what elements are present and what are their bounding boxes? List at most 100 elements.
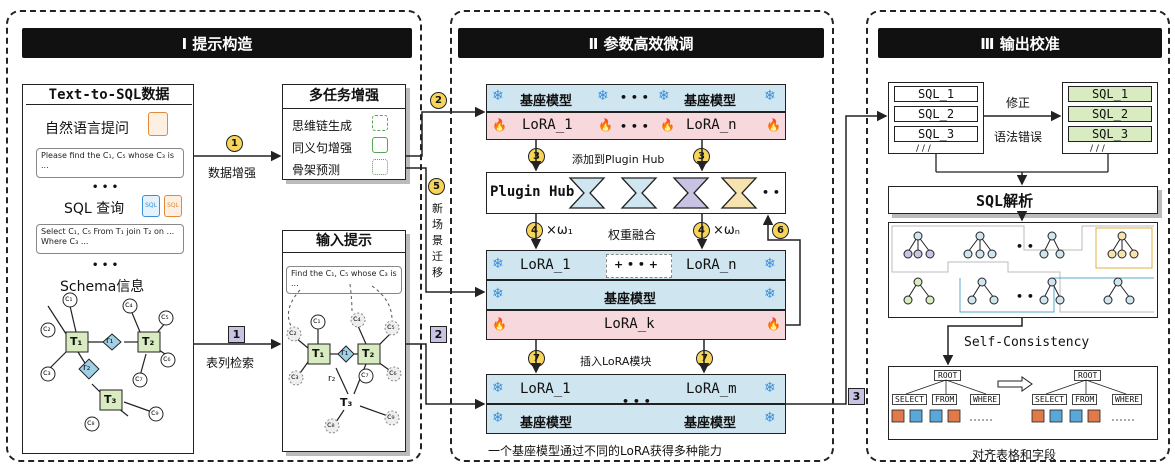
self-consistency-label: Self-Consistency (964, 335, 1090, 350)
new-scene-4: 迁 (432, 250, 443, 263)
trainable-fire-icon: 🔥 (492, 317, 507, 331)
panel-1-title: Ⅰ 提示构造 (22, 28, 412, 58)
document-icon (148, 112, 168, 136)
trainable-fire-icon: 🔥 (766, 317, 781, 331)
graph-c9: c₉ (151, 408, 159, 417)
panel-3-title: Ⅲ 输出校准 (878, 28, 1162, 58)
prompt-graph-r1: r₁ (341, 348, 349, 358)
trainable-fire-icon: 🔥 (766, 118, 781, 132)
graph-c2: c₂ (43, 324, 51, 333)
mt-item-paraphrase: 同义句增强 (292, 141, 353, 155)
ticks-right: / / / (1090, 144, 1105, 154)
frozen-icon: ❄ (492, 410, 504, 426)
prompt-graph-c5: c₅ (387, 322, 395, 331)
lora-row-top (486, 112, 786, 140)
omega-n-label: ×ωₙ (713, 223, 740, 238)
from-right: FROM (1072, 394, 1098, 405)
graph-t2: T₂ (142, 335, 155, 348)
where-right: WHERE (1112, 394, 1143, 405)
insert-lora-label: 插入LoRA模块 (580, 355, 652, 368)
network-icon (372, 115, 388, 131)
step-6-badge: 6 (772, 222, 789, 239)
omega-1-label: ×ω₁ (546, 223, 573, 238)
graph-c3: c₃ (43, 368, 51, 377)
dots-top-2: • • • (620, 120, 649, 133)
from-left: FROM (932, 394, 958, 405)
prompt-graph-c2: c₂ (289, 328, 297, 337)
sql-1-raw: SQL_1 (894, 86, 978, 102)
add-plugin-label: 添加到Plugin Hub (572, 153, 665, 166)
step-2-square: 2 (430, 326, 447, 343)
prompt-graph-t3: T₃ (340, 396, 353, 409)
panel-2-caption: 一个基座模型通过不同的LoRA获得多种能力 (488, 444, 722, 458)
prompt-graph-c3: c₃ (291, 372, 299, 381)
weight-fusion-label: 权重融合 (608, 228, 657, 242)
step-5-badge: 5 (428, 178, 445, 195)
frozen-icon: ❄ (492, 256, 504, 272)
plugin-hub-dots: • • (762, 186, 780, 199)
new-scene-1: 新 (432, 202, 443, 215)
prompt-graph-c1: c₁ (313, 316, 321, 325)
fix-syntax-label: 语法错误 (994, 130, 1043, 144)
base-model-label-mid: 基座模型 (604, 292, 657, 307)
graph-c8: c₈ (87, 418, 95, 427)
sql-1-fixed: SQL_1 (1068, 86, 1152, 102)
frozen-icon: ❄ (764, 380, 776, 396)
lora-k-label: LoRA_k (604, 316, 655, 332)
frozen-icon: ❄ (492, 88, 504, 104)
graph-c4: c₄ (125, 300, 133, 309)
lora-1-label-bottom: LoRA_1 (520, 381, 571, 397)
text-to-sql-title: Text-to-SQL数据 (26, 84, 192, 105)
sql-file-icon-2: SQL (164, 195, 182, 217)
panel-output-calibration (866, 10, 1170, 462)
frozen-icon: ❄ (764, 88, 776, 104)
mt-item-skeleton: 骨架预测 (292, 163, 341, 177)
graph-t1: T₁ (70, 335, 83, 348)
trainable-fire-icon: 🔥 (660, 118, 675, 132)
lora-row-bottom (486, 374, 786, 404)
step-3-square: 3 (848, 388, 865, 405)
graph-r2: r₂ (83, 363, 91, 373)
trainable-fire-icon: 🔥 (598, 118, 613, 132)
dots-2: • • • (92, 260, 119, 271)
frozen-icon: ❄ (764, 410, 776, 426)
prompt-graph-t1: T₁ (312, 347, 325, 360)
trainable-fire-icon: 🔥 (492, 118, 507, 132)
table-retrieval-label: 表列检索 (206, 356, 255, 370)
prompt-graph-c8: c₈ (327, 420, 335, 429)
data-augmentation-label: 数据增强 (208, 166, 257, 180)
sql-3-raw: SQL_3 (894, 126, 978, 142)
prompt-graph-c6: c₆ (389, 368, 397, 377)
base-model-label-b1: 基座模型 (520, 416, 573, 431)
prompt-example-text: Find the C₁, C₅ whose C₃ is ... (286, 266, 402, 294)
sql-query-label: SQL 查询 (64, 201, 125, 217)
prompt-graph-c4: c₄ (353, 314, 361, 323)
sql-file-icon: SQL (142, 195, 160, 217)
sql-candidates-box (888, 82, 984, 154)
graph-c1: c₁ (65, 294, 73, 303)
dots-top: • • • (620, 91, 649, 104)
plus-dots: + • • + (614, 258, 658, 271)
fusion-sum-box (606, 254, 672, 278)
lora-n-label-top: LoRA_n (686, 117, 737, 133)
sql-2-fixed: SQL_2 (1068, 106, 1152, 122)
sql-parse-label: SQL解析 (976, 192, 1034, 210)
step-2-badge: 2 (430, 92, 447, 109)
prompt-graph-t2: T₂ (362, 347, 375, 360)
lora-n-label-mid: LoRA_n (686, 257, 737, 273)
new-scene-5: 移 (432, 266, 443, 279)
sql-2-raw: SQL_2 (894, 106, 978, 122)
base-model-row-mid (486, 280, 786, 310)
ticks-left: / / / (916, 144, 931, 154)
plugin-hub-label: Plugin Hub (490, 184, 575, 200)
base-model-row-top (486, 84, 786, 112)
nl-example-text: Please find the C₁, C₅ whose C₃ is ... (36, 148, 184, 178)
base-model-row-bottom (486, 404, 786, 434)
input-prompt-title: 输入提示 (282, 230, 406, 253)
tree-dots-2: • • (1016, 290, 1034, 303)
prompt-graph-r2: r₂ (328, 374, 336, 384)
base-model-label-2: 基座模型 (684, 94, 737, 109)
lora-1-label-top: LoRA_1 (522, 117, 573, 133)
graph-r1: r₁ (106, 336, 114, 346)
